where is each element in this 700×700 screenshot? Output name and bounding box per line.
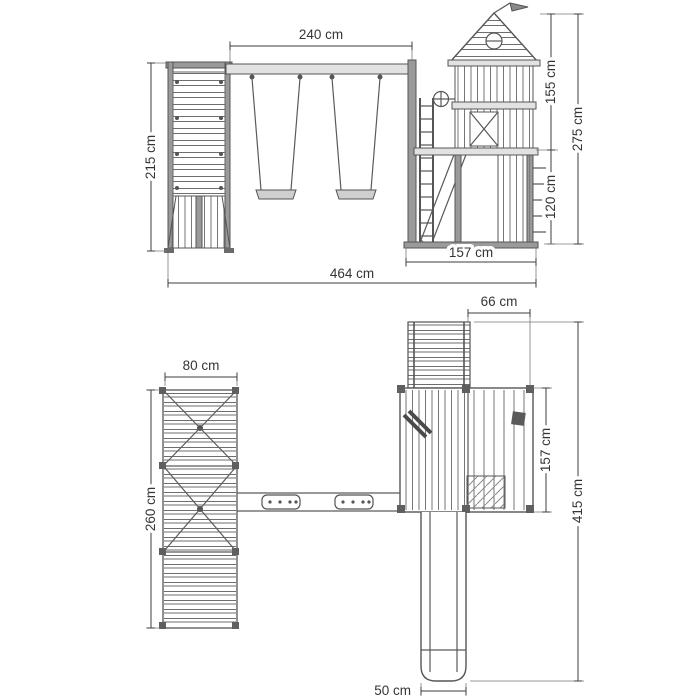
dim-215: 215 cm (140, 62, 166, 252)
flag-icon (493, 2, 511, 14)
dim-260: 260 cm (140, 389, 162, 629)
dim-120: 120 cm (540, 150, 562, 245)
dim-50-label: 50 cm (374, 683, 411, 698)
dim-157-elevation-label: 157 cm (449, 245, 493, 260)
tower-roof (448, 2, 540, 63)
dim-275-label: 275 cm (570, 107, 585, 151)
swing-hook-icon (377, 74, 383, 80)
swing-right (331, 77, 381, 200)
dimensions-plan: 66 cm 80 cm 260 cm 157 cm 415 cm (140, 291, 589, 700)
dim-157-elevation: 157 cm (405, 242, 537, 267)
tower-ladder (419, 98, 434, 242)
climbing-pegs (533, 167, 546, 233)
dim-260-label: 260 cm (143, 487, 158, 531)
climbing-frame-side (164, 61, 234, 253)
dim-415: 415 cm (470, 321, 589, 682)
dim-464: 464 cm (167, 253, 537, 288)
dimensions-elevation: 240 cm 215 cm 155 cm 120 cm 275 cm (140, 13, 589, 288)
dim-275: 275 cm (544, 13, 589, 245)
dim-155-label: 155 cm (543, 60, 558, 104)
dim-157-plan: 157 cm (534, 387, 557, 513)
dim-215-label: 215 cm (143, 135, 158, 179)
dim-464-label: 464 cm (330, 266, 374, 281)
dim-415-label: 415 cm (570, 479, 585, 523)
accessory-icon (511, 411, 526, 426)
elevation-view: 240 cm 215 cm 155 cm 120 cm 275 cm (140, 2, 589, 288)
cross-window (469, 111, 499, 147)
dim-120-label: 120 cm (543, 175, 558, 219)
swing-beam (225, 63, 417, 80)
sand-pit (466, 475, 506, 509)
pennant-icon (509, 2, 529, 12)
climbing-frame-plan (159, 387, 239, 629)
dim-240-label: 240 cm (299, 27, 343, 42)
dim-50: 50 cm (371, 680, 467, 700)
playhouse-tower (403, 2, 546, 249)
swing-hook-icon (329, 74, 335, 80)
dim-80-label: 80 cm (183, 358, 220, 373)
steering-wheel-icon (432, 90, 455, 108)
dim-155: 155 cm (536, 13, 584, 151)
slide-side (420, 151, 468, 245)
platform-plan (397, 385, 534, 513)
dim-240: 240 cm (229, 24, 413, 62)
dim-80: 80 cm (164, 355, 238, 386)
dim-157-plan-label: 157 cm (538, 428, 553, 472)
access-ladder-plan (407, 321, 471, 389)
swing-left (251, 77, 301, 200)
plan-view: 66 cm 80 cm 260 cm 157 cm 415 cm (140, 291, 589, 700)
slide-plan (420, 512, 467, 682)
swing-hook-icon (297, 74, 303, 80)
dim-66-label: 66 cm (481, 294, 518, 309)
dim-66: 66 cm (467, 291, 531, 386)
cleat-icon (402, 409, 433, 439)
swing-hook-icon (249, 74, 255, 80)
bridge-plan (237, 492, 400, 512)
